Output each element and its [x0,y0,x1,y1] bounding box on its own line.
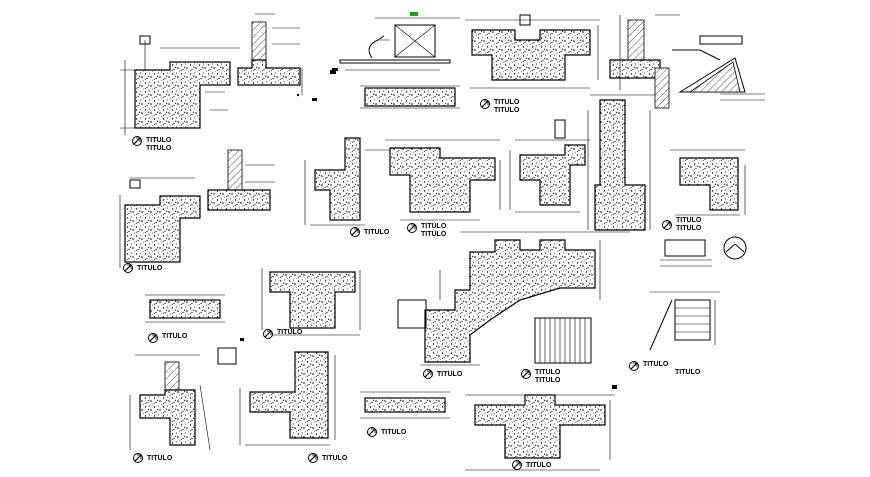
annotation-marks [240,70,617,389]
detail-5 [609,14,765,109]
detail-11: TITULO TITULO [661,149,746,232]
detail-6: TITULO [119,149,275,274]
detail-8-title: TITULO [421,223,447,230]
detail-19: TITULO [239,351,348,464]
detail-18: TITULO [129,347,237,464]
detail-7-title: TITULO [364,229,390,236]
detail-19-title: TITULO [322,455,348,462]
detail-17: TITULO [145,294,225,344]
detail-21-title: TITULO [526,462,552,469]
detail-11-title: TITULO [676,217,702,224]
detail-9 [509,119,590,213]
detail-12 [660,236,747,267]
detail-4-title: TITULO [494,99,520,106]
detail-13-title: TITULO [277,329,303,336]
detail-21: TITULO [465,394,615,471]
detail-14-title: TITULO [437,371,463,378]
detail-2 [237,13,303,97]
detail-10 [587,94,655,231]
detail-13: TITULO [261,268,361,340]
detail-14: TITULO [397,231,630,380]
detail-16-title: TITULO [643,361,669,368]
detail-15: TITULO TITULO [520,317,592,384]
detail-20: TITULO [360,391,450,438]
detail-8: TITULO TITULO [385,139,501,238]
detail-8-title-2: TITULO [421,231,447,238]
detail-15-title: TITULO [535,369,561,376]
detail-3 [332,12,460,109]
detail-4-title-2: TITULO [494,107,520,114]
detail-20-title: TITULO [381,429,407,436]
detail-16: TITULO TITULO [628,291,720,376]
detail-16-title-2: TITULO [675,369,701,376]
detail-1-title: TITULO [146,137,172,144]
detail-1: TITULO TITULO [120,35,240,152]
detail-15-title-2: TITULO [535,377,561,384]
detail-11-title-2: TITULO [676,225,702,232]
detail-18-title: TITULO [147,455,173,462]
detail-17-title: TITULO [162,333,188,340]
detail-6-title: TITULO [137,265,163,272]
detail-7: TITULO [304,137,395,238]
detail-1-title-2: TITULO [146,145,172,152]
detail-4: TITULO TITULO [465,14,600,114]
